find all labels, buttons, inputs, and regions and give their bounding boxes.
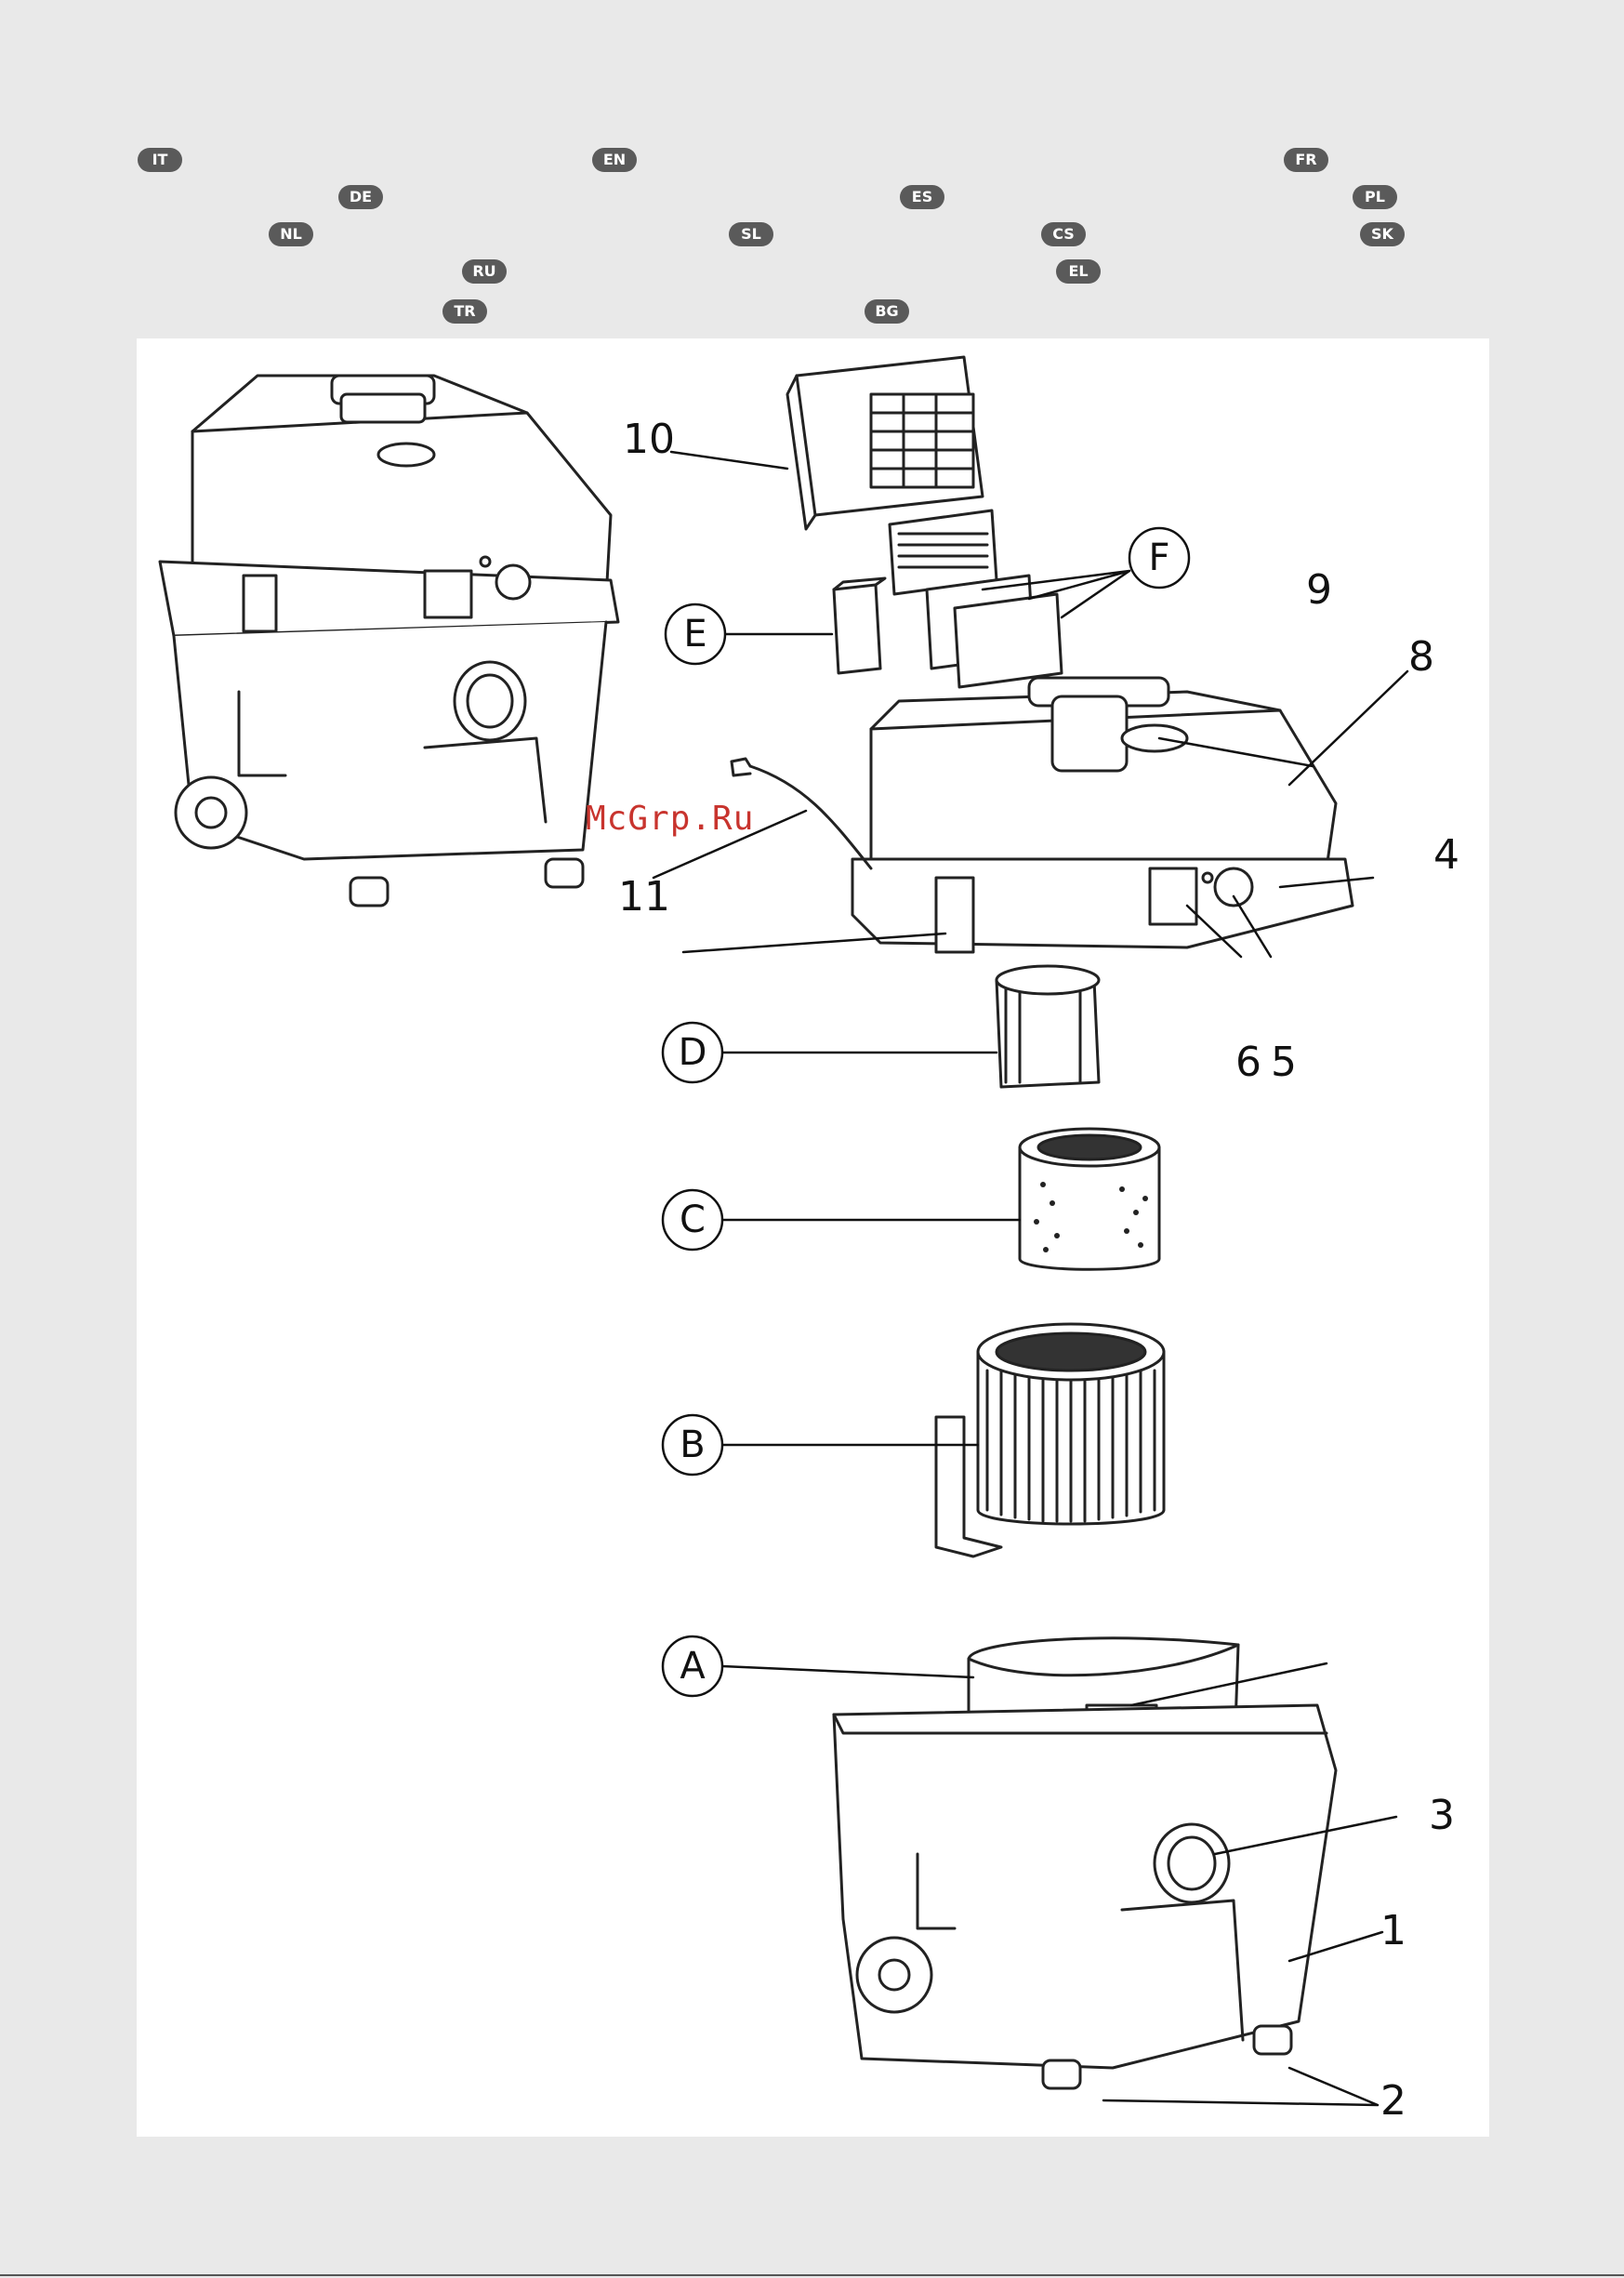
lang-badge-sl: SL [729, 222, 773, 246]
part-number-8: 8 [1408, 633, 1434, 681]
part-number-6: 6 [1235, 1039, 1261, 1086]
lang-badge-nl: NL [269, 222, 313, 246]
part-number-1: 1 [1380, 1907, 1406, 1954]
part-number-9: 9 [1306, 566, 1332, 614]
lang-badge-pl: PL [1353, 185, 1397, 209]
cartridge-filter-part-b [936, 1324, 1164, 1556]
filter-frame-part-10 [787, 357, 983, 529]
exploded-view-diagram: 10 9 8 4 11 6 5 3 1 2 F E D C B A [137, 338, 1489, 2137]
foam-filter-part-c [1020, 1129, 1159, 1269]
lang-badge-bg: BG [865, 299, 909, 324]
lang-badge-tr: TR [442, 299, 487, 324]
part-number-10: 10 [623, 416, 675, 463]
accessory-letter-a: A [680, 1645, 706, 1688]
accessory-letter-b: B [680, 1424, 705, 1466]
part-number-4: 4 [1433, 831, 1459, 879]
lang-badge-el: EL [1056, 259, 1101, 284]
lang-badge-cs: CS [1041, 222, 1086, 246]
lang-badge-fr: FR [1284, 148, 1328, 172]
accessory-letter-e: E [683, 613, 706, 656]
filter-block-part-e [834, 578, 885, 673]
footer-divider [0, 2274, 1624, 2276]
lang-badge-en: EN [592, 148, 637, 172]
lang-badge-sk: SK [1360, 222, 1405, 246]
accessory-letter-f: F [1148, 536, 1169, 579]
tank-illustration [834, 1705, 1336, 2088]
part-number-11: 11 [618, 873, 670, 920]
accessory-letter-d: D [679, 1031, 707, 1074]
lang-badge-de: DE [338, 185, 383, 209]
watermark-text: McGrp.Ru [586, 800, 754, 838]
accessory-letter-c: C [680, 1199, 706, 1241]
lang-badge-es: ES [900, 185, 944, 209]
assembled-vacuum-illustration [160, 376, 618, 906]
filter-cartridges-part-f [890, 510, 1062, 687]
lang-badge-ru: RU [462, 259, 507, 284]
diagram-panel: 10 9 8 4 11 6 5 3 1 2 F E D C B A [137, 338, 1489, 2137]
lang-badge-it: IT [138, 148, 182, 172]
part-number-2: 2 [1380, 2077, 1406, 2125]
part-number-5: 5 [1271, 1039, 1297, 1086]
motor-head-illustration [732, 678, 1353, 1087]
part-number-3: 3 [1429, 1792, 1455, 1839]
